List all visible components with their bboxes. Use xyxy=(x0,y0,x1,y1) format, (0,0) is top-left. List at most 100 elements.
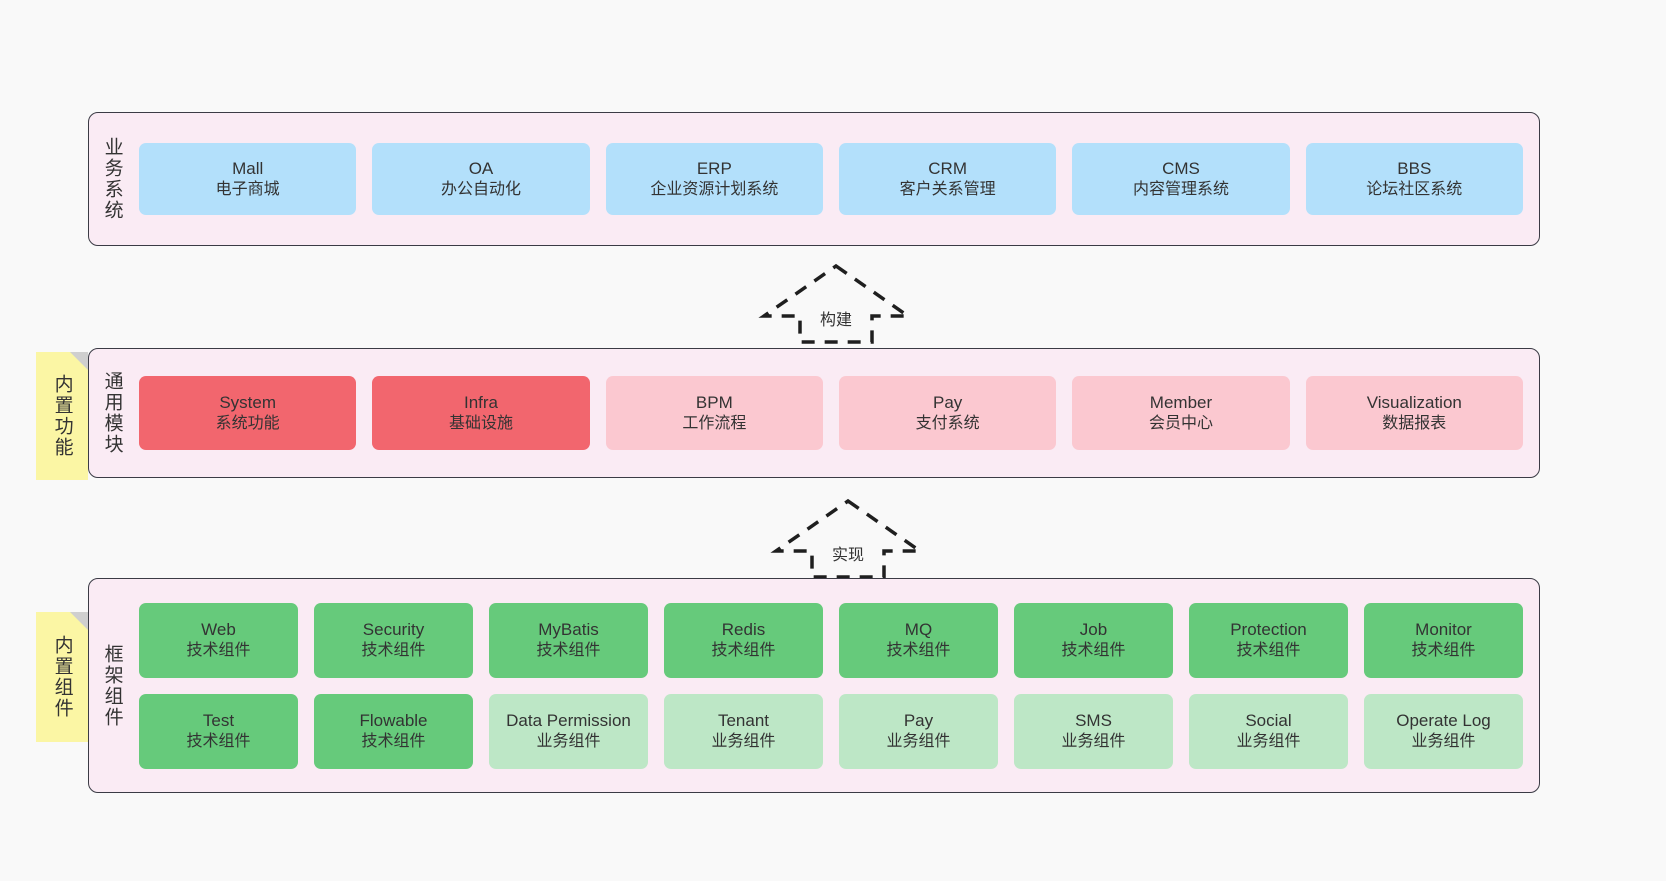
card-member-name: Member xyxy=(1149,393,1213,413)
card-system-desc: 系统功能 xyxy=(215,414,280,432)
card-monitor-desc: 技术组件 xyxy=(1411,641,1476,659)
card-infra-name: Infra xyxy=(463,393,498,413)
card-flowable-name: Flowable xyxy=(359,711,428,731)
card-security[interactable]: Security 技术组件 xyxy=(314,602,473,678)
card-mall[interactable]: Mall 电子商城 xyxy=(139,143,357,215)
layer-business-system: 业务系统 Mall 电子商城 OA 办公自动化 ERP 企业资源计划系统 CRM… xyxy=(88,112,1540,246)
card-visualization-name: Visualization xyxy=(1366,393,1462,413)
card-data-permission-name: Data Permission xyxy=(506,711,631,731)
card-data-permission[interactable]: Data Permission 业务组件 xyxy=(489,693,648,769)
framework-business-row: Test 技术组件 Flowable 技术组件 Data Permission … xyxy=(139,693,1523,769)
card-visualization[interactable]: Visualization 数据报表 xyxy=(1305,376,1523,450)
card-job-name: Job xyxy=(1079,620,1108,640)
card-pay-component-desc: 业务组件 xyxy=(886,732,951,750)
card-redis-name: Redis xyxy=(721,620,766,640)
card-tenant-desc: 业务组件 xyxy=(711,732,776,750)
layer-framework-components: 框架组件 Web 技术组件 Security 技术组件 MyBatis 技术组件… xyxy=(88,578,1540,793)
card-crm-name: CRM xyxy=(928,159,967,179)
common-card-row: System 系统功能 Infra 基础设施 BPM 工作流程 Pay 支付系统… xyxy=(139,376,1523,450)
card-mybatis-desc: 技术组件 xyxy=(536,641,601,659)
card-protection-name: Protection xyxy=(1230,620,1307,640)
card-flowable-desc: 技术组件 xyxy=(361,732,426,750)
card-test-name: Test xyxy=(202,711,235,731)
card-job[interactable]: Job 技术组件 xyxy=(1014,602,1173,678)
card-security-name: Security xyxy=(362,620,425,640)
card-social-desc: 业务组件 xyxy=(1236,732,1301,750)
card-bpm-desc: 工作流程 xyxy=(682,414,747,432)
card-protection-desc: 技术组件 xyxy=(1236,641,1301,659)
card-tenant[interactable]: Tenant 业务组件 xyxy=(664,693,823,769)
card-pay-module-name: Pay xyxy=(933,393,963,413)
card-erp[interactable]: ERP 企业资源计划系统 xyxy=(605,143,823,215)
business-card-row: Mall 电子商城 OA 办公自动化 ERP 企业资源计划系统 CRM 客户关系… xyxy=(139,143,1523,215)
card-operate-log-name: Operate Log xyxy=(1396,711,1491,731)
card-erp-name: ERP xyxy=(696,159,732,179)
card-visualization-desc: 数据报表 xyxy=(1382,414,1447,432)
connector-build-label: 构建 xyxy=(819,312,853,329)
card-tenant-name: Tenant xyxy=(717,711,770,731)
card-mq[interactable]: MQ 技术组件 xyxy=(839,602,998,678)
connector-implement-arrow: 实现 xyxy=(770,497,926,579)
card-redis-desc: 技术组件 xyxy=(711,641,776,659)
card-web[interactable]: Web 技术组件 xyxy=(139,602,298,678)
card-social[interactable]: Social 业务组件 xyxy=(1189,693,1348,769)
card-monitor-name: Monitor xyxy=(1415,620,1472,640)
layer-common-modules-body: System 系统功能 Infra 基础设施 BPM 工作流程 Pay 支付系统… xyxy=(135,349,1539,477)
connector-build-arrow: 构建 xyxy=(758,262,914,344)
framework-tech-row: Web 技术组件 Security 技术组件 MyBatis 技术组件 Redi… xyxy=(139,602,1523,678)
card-bbs-name: BBS xyxy=(1397,159,1432,179)
card-oa-name: OA xyxy=(468,159,494,179)
card-cms-desc: 内容管理系统 xyxy=(1132,180,1229,198)
card-flowable[interactable]: Flowable 技术组件 xyxy=(314,693,473,769)
card-mybatis-name: MyBatis xyxy=(538,620,599,640)
sticky-note-builtin-features: 内置功能 xyxy=(36,352,88,480)
card-protection[interactable]: Protection 技术组件 xyxy=(1189,602,1348,678)
card-security-desc: 技术组件 xyxy=(361,641,426,659)
card-test[interactable]: Test 技术组件 xyxy=(139,693,298,769)
card-pay-module-desc: 支付系统 xyxy=(915,414,980,432)
card-mall-desc: 电子商城 xyxy=(215,180,280,198)
card-oa[interactable]: OA 办公自动化 xyxy=(372,143,590,215)
layer-business-system-body: Mall 电子商城 OA 办公自动化 ERP 企业资源计划系统 CRM 客户关系… xyxy=(135,113,1539,245)
card-bbs[interactable]: BBS 论坛社区系统 xyxy=(1305,143,1523,215)
card-test-desc: 技术组件 xyxy=(186,732,251,750)
card-mall-name: Mall xyxy=(232,159,264,179)
card-sms[interactable]: SMS 业务组件 xyxy=(1014,693,1173,769)
card-crm[interactable]: CRM 客户关系管理 xyxy=(838,143,1057,215)
card-member[interactable]: Member 会员中心 xyxy=(1072,376,1290,450)
card-web-desc: 技术组件 xyxy=(186,641,251,659)
card-pay-module[interactable]: Pay 支付系统 xyxy=(838,376,1057,450)
card-infra[interactable]: Infra 基础设施 xyxy=(372,376,590,450)
card-pay-component[interactable]: Pay 业务组件 xyxy=(839,693,998,769)
card-system-name: System xyxy=(219,393,276,413)
card-mybatis[interactable]: MyBatis 技术组件 xyxy=(489,602,648,678)
card-redis[interactable]: Redis 技术组件 xyxy=(664,602,823,678)
card-mq-desc: 技术组件 xyxy=(886,641,951,659)
card-job-desc: 技术组件 xyxy=(1061,641,1126,659)
layer-common-modules: 通用模块 System 系统功能 Infra 基础设施 BPM 工作流程 Pay… xyxy=(88,348,1540,478)
sticky-note-builtin-components-label: 内置组件 xyxy=(51,635,73,719)
card-pay-component-name: Pay xyxy=(903,711,934,731)
card-bbs-desc: 论坛社区系统 xyxy=(1366,180,1463,198)
card-operate-log[interactable]: Operate Log 业务组件 xyxy=(1364,693,1523,769)
layer-framework-components-caption: 框架组件 xyxy=(101,643,123,728)
card-data-permission-desc: 业务组件 xyxy=(536,732,601,750)
sticky-note-builtin-components: 内置组件 xyxy=(36,612,88,742)
card-system[interactable]: System 系统功能 xyxy=(139,376,357,450)
card-social-name: Social xyxy=(1245,711,1292,731)
card-bpm[interactable]: BPM 工作流程 xyxy=(605,376,823,450)
connector-implement-label: 实现 xyxy=(831,547,865,564)
card-operate-log-desc: 业务组件 xyxy=(1411,732,1476,750)
card-cms[interactable]: CMS 内容管理系统 xyxy=(1072,143,1290,215)
card-erp-desc: 企业资源计划系统 xyxy=(650,180,779,198)
card-mq-name: MQ xyxy=(904,620,933,640)
card-monitor[interactable]: Monitor 技术组件 xyxy=(1364,602,1523,678)
card-crm-desc: 客户关系管理 xyxy=(899,180,996,198)
card-bpm-name: BPM xyxy=(695,393,733,413)
sticky-note-builtin-features-label: 内置功能 xyxy=(51,374,73,458)
card-sms-desc: 业务组件 xyxy=(1061,732,1126,750)
card-cms-name: CMS xyxy=(1162,159,1200,179)
layer-business-system-caption: 业务系统 xyxy=(101,137,123,221)
layer-framework-components-body: Web 技术组件 Security 技术组件 MyBatis 技术组件 Redi… xyxy=(135,579,1539,792)
